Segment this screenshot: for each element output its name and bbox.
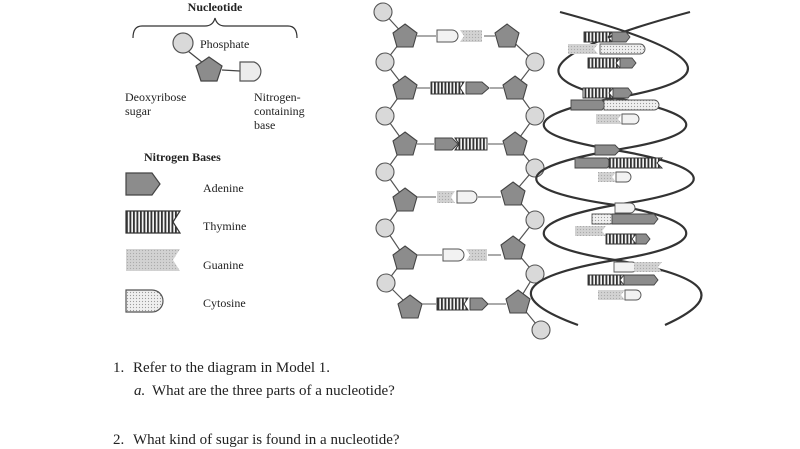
question-1-text: Refer to the diagram in Model 1. <box>133 360 331 376</box>
base-bond <box>221 69 241 72</box>
dna-ladder <box>373 2 551 340</box>
question-1-number: 1. <box>113 360 125 376</box>
question-1a-text: What are the three parts of a nucleotide… <box>152 383 395 399</box>
question-1a: a. What are the three parts of a nucleoti… <box>134 383 395 400</box>
legend-title: Nitrogen Bases <box>144 150 221 164</box>
phosphate-circle <box>172 32 194 54</box>
adenine-icon <box>125 172 161 196</box>
guanine-icon <box>126 249 180 271</box>
legend-adenine: Adenine <box>203 181 244 195</box>
phosphate-bond <box>187 50 204 64</box>
phosphate-label: Phosphate <box>200 37 249 51</box>
model-diagram: Nucleotide Phosphate Deoxyribose sugar N… <box>125 0 703 340</box>
sugar-label: Deoxyribose sugar <box>125 90 189 118</box>
dna-double-helix <box>529 10 703 327</box>
question-1a-letter: a. <box>134 383 146 399</box>
legend-guanine: Guanine <box>203 258 244 272</box>
nucleotide-brace <box>132 17 298 39</box>
base-shape <box>239 61 262 82</box>
base-label: Nitrogen- containing base <box>254 90 308 132</box>
question-1: 1. Refer to the diagram in Model 1. <box>113 360 330 377</box>
question-2-text: What kind of sugar is found in a nucleot… <box>133 432 400 448</box>
deoxyribose-pentagon <box>195 56 223 82</box>
question-2-number: 2. <box>113 432 125 448</box>
thymine-icon <box>125 210 182 234</box>
legend-cytosine: Cytosine <box>203 296 246 310</box>
helix-base-pairs <box>568 31 664 301</box>
question-2: 2. What kind of sugar is found in a nucle… <box>113 432 400 449</box>
worksheet-page: Nucleotide Phosphate Deoxyribose sugar N… <box>113 0 703 448</box>
nucleotide-title: Nucleotide <box>188 0 243 14</box>
cytosine-icon <box>125 289 164 313</box>
legend-thymine: Thymine <box>203 219 246 233</box>
